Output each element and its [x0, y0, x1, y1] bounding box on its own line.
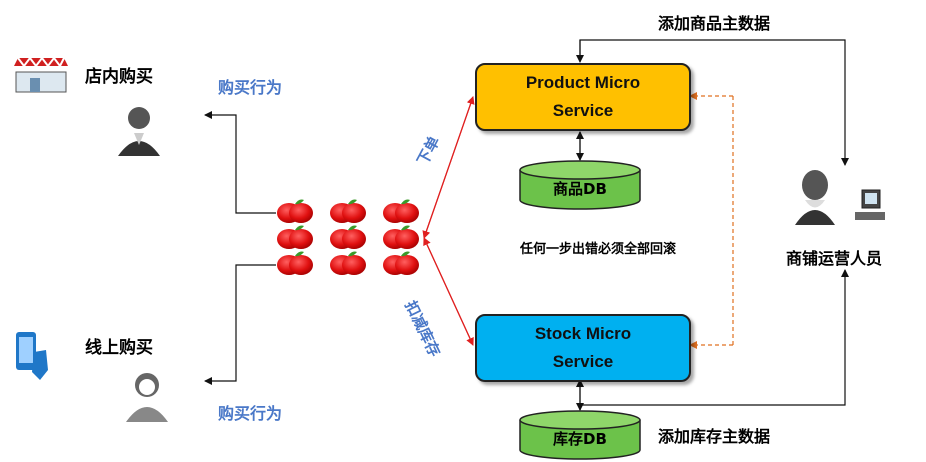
product-service-line1: Product Micro: [525, 73, 641, 92]
operator-person-icon: [795, 170, 835, 225]
apple-icon: [383, 251, 419, 275]
apple-icon: [383, 225, 419, 249]
online-connector: [204, 264, 276, 385]
apple-icon: [330, 199, 366, 223]
stock-service-line1: Stock Micro: [534, 324, 632, 343]
apple-icon: [277, 251, 313, 275]
rollback-arrow: [689, 92, 734, 349]
add-stock-master-arrow: [580, 269, 849, 406]
stock-service-line2: Service: [552, 352, 614, 371]
apple-icon: [383, 199, 419, 223]
woman-icon: [126, 373, 168, 422]
stock-micro-service: Stock Micro Service: [475, 314, 691, 382]
apple-icon: [330, 225, 366, 249]
product-db-label: 商品DB: [553, 180, 607, 198]
operator-label: 商铺运营人员: [786, 249, 883, 268]
add-stock-master-label: 添加库存主数据: [658, 427, 771, 446]
rollback-note: 任何一步出错必须全部回滚: [520, 242, 677, 257]
apples-group: [277, 199, 419, 275]
product-micro-service: Product Micro Service: [475, 63, 691, 131]
apple-icon: [277, 199, 313, 223]
store-behavior-label: 购买行为: [218, 78, 283, 97]
add-product-master-label: 添加商品主数据: [658, 14, 771, 33]
apple-icon: [277, 225, 313, 249]
in-store-label: 店内购买: [85, 67, 153, 87]
product-db-cylinder: [519, 160, 641, 210]
apple-icon: [330, 251, 366, 275]
computer-icon: [855, 189, 885, 220]
store-connector: [204, 111, 276, 214]
product-service-line2: Service: [552, 101, 614, 120]
man-icon: [118, 107, 160, 156]
online-label: 线上购买: [85, 338, 153, 358]
phone-icon: [16, 332, 48, 380]
add-product-master-arrow: [576, 39, 849, 166]
order-arrow: [422, 96, 475, 239]
store-icon: [14, 56, 68, 93]
stock-db-cylinder: [519, 410, 641, 460]
deduct-stock-arrow: [423, 237, 474, 346]
online-behavior-label: 购买行为: [218, 404, 283, 423]
stock-db-label: 库存DB: [553, 430, 607, 448]
